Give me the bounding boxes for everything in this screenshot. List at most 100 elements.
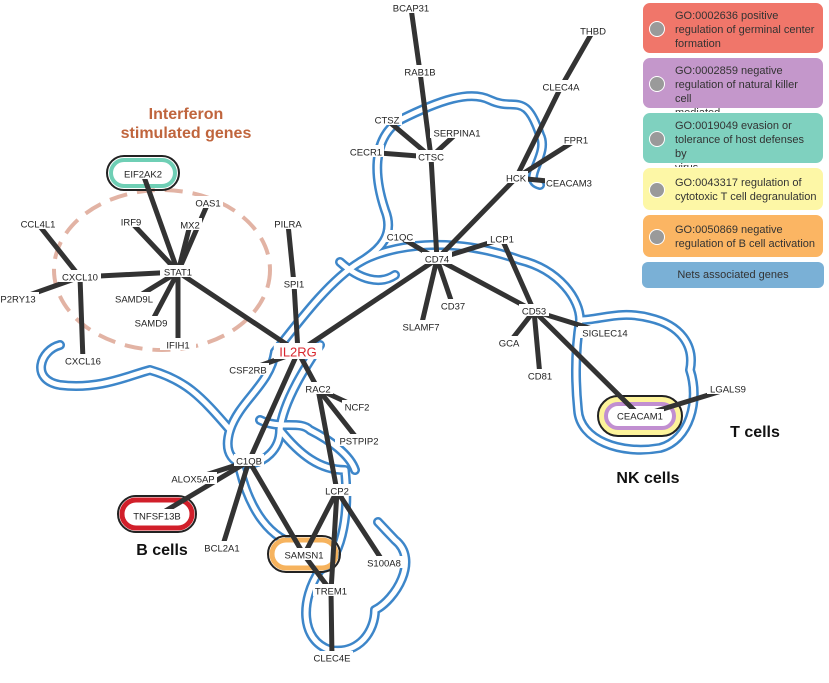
node-tnfsf13b[interactable]: TNFSF13B [133,512,181,523]
legend-text-line: GO:0019049 evasion or [675,120,792,132]
node-cd74[interactable]: CD74 [425,255,449,266]
node-samd9[interactable]: SAMD9 [135,319,168,330]
node-bg-cd81 [525,369,555,381]
node-bg-eif2ak2 [119,167,167,179]
node-il2rg[interactable]: IL2RG [279,345,317,360]
node-rab1b[interactable]: RAB1B [404,68,435,79]
node-bg-lgals9 [707,382,749,394]
legend-item-go0043317: GO:0043317 regulation of cytotoxic T cel… [642,167,824,211]
node-hck[interactable]: HCK [506,174,527,185]
node-cecr1[interactable]: CECR1 [350,148,382,159]
legend-text-line: cytotoxic T cell degranulation [675,191,817,203]
node-bg-serpina1 [430,126,484,138]
node-bg-il2rg [273,343,323,359]
node-bg-rac2 [303,382,333,394]
node-bg-oas1 [193,196,223,208]
node-irf9[interactable]: IRF9 [121,218,142,229]
nk-cells-label: NK cells [616,470,679,487]
node-bg-bcl2a1 [201,541,243,553]
legend-text-line: GO:0050869 negative [675,224,783,236]
legend-dot-icon [649,182,665,198]
edge-cd74-cd37 [434,256,456,309]
node-lcp2[interactable]: LCP2 [325,487,349,498]
node-serpina1[interactable]: SERPINA1 [434,129,481,140]
edge-clec4a-hck [513,84,564,181]
node-ccl4l1[interactable]: CCL4L1 [21,220,56,231]
node-ctsc[interactable]: CTSC [418,153,444,164]
node-mx2[interactable]: MX2 [180,221,200,232]
edge-lcp2-samsn1 [301,488,340,558]
node-bg-hck [504,171,528,183]
node-cxcl16[interactable]: CXCL16 [65,357,101,368]
node-stat1[interactable]: STAT1 [164,268,192,279]
edge-c1qb-bcl2a1 [219,458,252,551]
node-pilra[interactable]: PILRA [274,220,302,231]
node-ncf2[interactable]: NCF2 [345,403,370,414]
node-lgals9[interactable]: LGALS9 [710,385,746,396]
node-siglec14[interactable]: SIGLEC14 [582,329,627,340]
node-gca[interactable]: GCA [499,339,520,350]
node-bg-c1qb [234,454,264,466]
node-bg-thbd [578,24,608,36]
node-cd81[interactable]: CD81 [528,372,552,383]
node-bg-cd53 [519,304,549,316]
legend-text-line: regulation of B cell activation [675,238,816,250]
node-lcp1[interactable]: LCP1 [490,235,514,246]
node-spi1[interactable]: SPI1 [284,280,305,291]
node-bg-clec4e [311,651,353,663]
node-ctsz[interactable]: CTSZ [375,116,400,127]
edge-pilra-spi1 [285,221,297,287]
node-trem1[interactable]: TREM1 [315,587,347,598]
node-slamf7[interactable]: SLAMF7 [403,323,440,334]
node-fpr1[interactable]: FPR1 [564,136,588,147]
edge-spi1-il2rg [291,281,301,355]
node-bg-csf2rb [227,363,269,375]
legend-item-go0002636: GO:0002636 positive regulation of germin… [642,2,824,54]
node-pstpip2[interactable]: PSTPIP2 [339,437,378,448]
node-bg-cxcl16 [62,354,104,366]
edge-rac2-lcp2 [315,386,340,494]
edge-cd74-slamf7 [418,256,440,330]
node-bg-tnfsf13b [130,509,184,521]
node-alox5ap[interactable]: ALOX5AP [171,475,214,486]
node-eif2ak2[interactable]: EIF2AK2 [124,170,162,181]
node-bg-cxcl10 [59,270,101,282]
ring-tnfsf13b-outer [117,495,197,533]
node-bg-p2ry13 [0,292,39,304]
node-bg-alox5ap [169,472,217,484]
node-bg-spi1 [279,277,309,289]
node-bg-siglec14 [578,326,632,338]
node-bcl2a1[interactable]: BCL2A1 [204,544,239,555]
node-ifih1[interactable]: IFIH1 [166,341,189,352]
node-cxcl10[interactable]: CXCL10 [62,273,98,284]
node-bg-cd37 [438,299,468,311]
node-thbd[interactable]: THBD [580,27,606,38]
legend-text-line: formation [675,38,721,50]
edge-cd53-ceacam1 [531,308,643,419]
node-clec4a[interactable]: CLEC4A [543,83,581,94]
node-csf2rb[interactable]: CSF2RB [229,366,266,377]
node-c1qb[interactable]: C1QB [236,457,262,468]
node-cd53[interactable]: CD53 [522,307,546,318]
node-samd9l[interactable]: SAMD9L [115,295,153,306]
node-bcap31[interactable]: BCAP31 [393,4,429,15]
edge-lcp2-trem1 [328,488,340,594]
node-samsn1[interactable]: SAMSN1 [284,551,323,562]
node-bg-gca [497,336,521,348]
node-c1qc[interactable]: C1QC [387,233,414,244]
node-cd37[interactable]: CD37 [441,302,465,313]
node-bg-c1qc [385,230,415,242]
node-clec4e[interactable]: CLEC4E [314,654,351,665]
node-bg-slamf7 [400,320,442,332]
node-bg-samsn1 [283,548,325,560]
node-rac2[interactable]: RAC2 [305,385,330,396]
node-ceacam3[interactable]: CEACAM3 [546,179,592,190]
edge-cxcl10-cxcl16 [77,274,86,364]
ring-samsn1-outer [267,535,341,573]
node-p2ry13[interactable]: P2RY13 [0,295,35,306]
node-bg-cd74 [422,252,452,264]
node-s100a8[interactable]: S100A8 [367,559,401,570]
node-ceacam1[interactable]: CEACAM1 [617,412,663,423]
node-oas1[interactable]: OAS1 [195,199,220,210]
